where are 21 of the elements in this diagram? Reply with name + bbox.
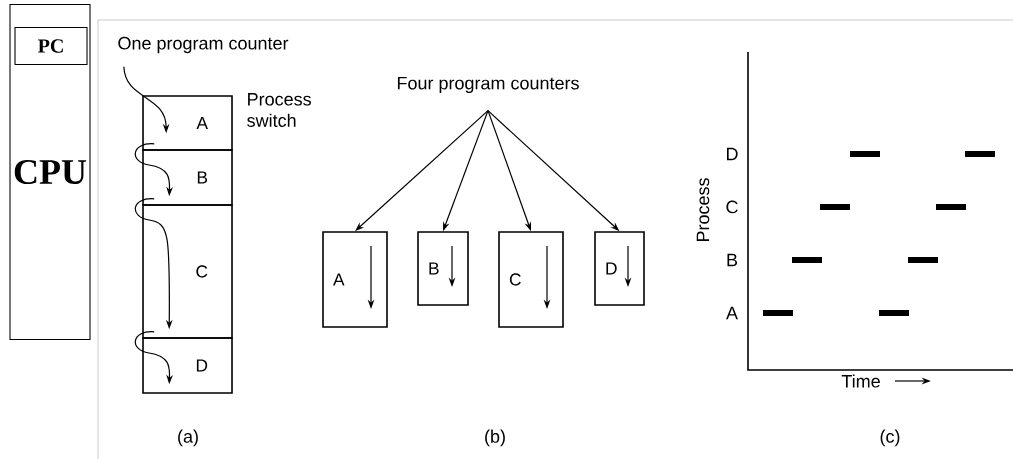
process-box: A <box>322 231 388 328</box>
annotation-text: One program counter <box>118 36 289 54</box>
axis-title: Time <box>841 374 880 388</box>
process-box: D <box>594 231 645 306</box>
annotation-text: Four program counters <box>397 76 579 94</box>
process-box: B <box>417 231 469 306</box>
axis-title: Process <box>696 178 710 241</box>
process-box: C <box>498 231 564 328</box>
panel-label: (a) <box>178 429 198 447</box>
process-box: C <box>142 204 233 339</box>
axis-tick-label: A <box>726 306 738 320</box>
axis-tick-label: B <box>727 253 738 267</box>
axis-tick-label: D <box>727 147 738 161</box>
register-box: PC <box>14 26 88 66</box>
process-box: B <box>142 149 233 206</box>
process-box: A <box>142 95 233 151</box>
panel-label: (c) <box>880 429 900 447</box>
label-text: Process switch <box>247 93 311 127</box>
process-box: D <box>142 337 233 394</box>
axis-tick-label: C <box>726 200 738 214</box>
panel-label: (b) <box>485 429 505 447</box>
